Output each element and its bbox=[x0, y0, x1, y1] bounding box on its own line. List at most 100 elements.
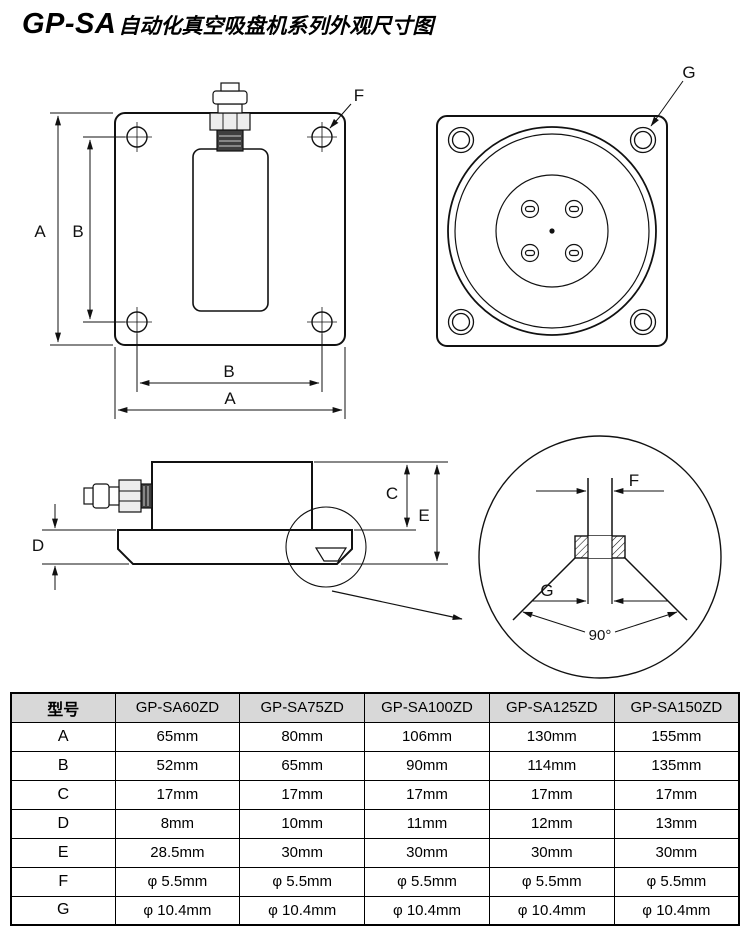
suction-pad-inner bbox=[454, 133, 650, 329]
dim-label-b-bottom: B bbox=[223, 362, 234, 381]
front-plate bbox=[114, 112, 346, 346]
table-row-f: F φ 5.5mm φ 5.5mm φ 5.5mm φ 5.5mm φ 5.5m… bbox=[10, 866, 740, 897]
detail-label-f: F bbox=[629, 471, 639, 490]
vacuum-ports bbox=[520, 199, 584, 263]
pad-hub-circle bbox=[495, 174, 609, 288]
table-cell: φ 10.4mm bbox=[239, 895, 366, 926]
dim-label-a-bottom: A bbox=[224, 389, 236, 408]
cone-edges bbox=[512, 557, 688, 621]
table-cell: 13mm bbox=[613, 808, 740, 839]
detail-label-g: G bbox=[540, 581, 553, 600]
nut-section-hatched bbox=[574, 535, 626, 559]
table-cell: 130mm bbox=[488, 721, 615, 752]
table-cell: φ 10.4mm bbox=[114, 895, 241, 926]
side-view: C E D bbox=[32, 461, 463, 620]
col-header-model-type: 型号 bbox=[10, 692, 116, 723]
table-cell: φ 5.5mm bbox=[488, 866, 615, 897]
table-cell: 155mm bbox=[613, 721, 740, 752]
table-cell: 17mm bbox=[114, 779, 241, 810]
table-row-a: A 65mm 80mm 106mm 130mm 155mm bbox=[10, 721, 740, 752]
col-header-gp-sa150zd: GP-SA150ZD bbox=[613, 692, 740, 723]
row-label: F bbox=[10, 866, 116, 897]
table-row-b: B 52mm 65mm 90mm 114mm 135mm bbox=[10, 750, 740, 781]
dim-label-c: C bbox=[386, 484, 398, 503]
dim-label-g-bottom: G bbox=[682, 63, 695, 82]
dim-label-a-left: A bbox=[34, 222, 46, 241]
table-cell: 30mm bbox=[364, 837, 490, 868]
hole-centerlines bbox=[122, 122, 337, 337]
table-cell: 114mm bbox=[488, 750, 615, 781]
table-cell: 80mm bbox=[239, 721, 366, 752]
table-cell: 17mm bbox=[239, 779, 366, 810]
side-view-dimensions bbox=[42, 461, 448, 590]
dim-label-d: D bbox=[32, 536, 44, 555]
detail-callout-circle bbox=[285, 506, 367, 588]
detail-view-circle bbox=[478, 435, 722, 679]
col-header-gp-sa100zd: GP-SA100ZD bbox=[364, 692, 490, 723]
detail-dimensions bbox=[522, 488, 678, 633]
table-cell: φ 10.4mm bbox=[488, 895, 615, 926]
push-fitting-side bbox=[83, 479, 153, 513]
detail-view: F G 90° bbox=[478, 435, 722, 679]
mounting-holes bbox=[126, 126, 333, 333]
col-header-gp-sa60zd: GP-SA60ZD bbox=[114, 692, 241, 723]
table-cell: 135mm bbox=[613, 750, 740, 781]
table-cell: 17mm bbox=[364, 779, 490, 810]
table-row-d: D 8mm 10mm 11mm 12mm 13mm bbox=[10, 808, 740, 839]
detail-label-angle: 90° bbox=[589, 627, 612, 644]
table-cell: φ 5.5mm bbox=[239, 866, 366, 897]
table-cell: φ 10.4mm bbox=[364, 895, 490, 926]
row-label: G bbox=[10, 895, 116, 926]
row-label: A bbox=[10, 721, 116, 752]
push-fitting-top bbox=[209, 82, 251, 152]
table-cell: φ 5.5mm bbox=[364, 866, 490, 897]
pad-lip-detail bbox=[314, 547, 348, 562]
table-cell: 8mm bbox=[114, 808, 241, 839]
counterbore-holes bbox=[447, 126, 657, 336]
page-title: GP-SA 自动化真空吸盘机系列外观尺寸图 bbox=[22, 8, 433, 41]
table-cell: φ 5.5mm bbox=[114, 866, 241, 897]
row-label: D bbox=[10, 808, 116, 839]
table-cell: 30mm bbox=[239, 837, 366, 868]
col-header-gp-sa75zd: GP-SA75ZD bbox=[239, 692, 366, 723]
spec-table: 型号 GP-SA60ZD GP-SA75ZD GP-SA100ZD GP-SA1… bbox=[10, 692, 740, 926]
table-cell: 30mm bbox=[488, 837, 615, 868]
table-cell: φ 10.4mm bbox=[613, 895, 740, 926]
table-cell: 12mm bbox=[488, 808, 615, 839]
table-cell: 106mm bbox=[364, 721, 490, 752]
table-row-g: G φ 10.4mm φ 10.4mm φ 10.4mm φ 10.4mm φ … bbox=[10, 895, 740, 926]
stem-walls bbox=[587, 478, 613, 536]
table-cell: 52mm bbox=[114, 750, 241, 781]
dim-label-b-left: B bbox=[72, 222, 83, 241]
table-row-e: E 28.5mm 30mm 30mm 30mm 30mm bbox=[10, 837, 740, 868]
pad-flange-profile bbox=[117, 529, 353, 565]
dim-label-f-front: F bbox=[354, 86, 364, 105]
suction-pad-outer bbox=[447, 126, 657, 336]
bottom-view: G bbox=[436, 63, 696, 347]
table-cell: 17mm bbox=[613, 779, 740, 810]
table-cell: φ 5.5mm bbox=[613, 866, 740, 897]
bottom-plate bbox=[436, 115, 668, 347]
table-cell: 65mm bbox=[114, 721, 241, 752]
detail-leader-arrow bbox=[331, 590, 463, 620]
table-header-row: 型号 GP-SA60ZD GP-SA75ZD GP-SA100ZD GP-SA1… bbox=[10, 692, 740, 723]
table-cell: 11mm bbox=[364, 808, 490, 839]
center-point bbox=[549, 228, 555, 234]
row-label: B bbox=[10, 750, 116, 781]
row-label: C bbox=[10, 779, 116, 810]
row-label: E bbox=[10, 837, 116, 868]
center-slot bbox=[192, 148, 269, 312]
table-cell: 30mm bbox=[613, 837, 740, 868]
table-cell: 17mm bbox=[488, 779, 615, 810]
front-view-dimensions bbox=[50, 103, 352, 419]
table-cell: 90mm bbox=[364, 750, 490, 781]
dim-label-e: E bbox=[418, 506, 429, 525]
front-view: A B B A F bbox=[34, 82, 364, 419]
table-cell: 10mm bbox=[239, 808, 366, 839]
bore-walls bbox=[587, 536, 613, 604]
table-row-c: C 17mm 17mm 17mm 17mm 17mm bbox=[10, 779, 740, 810]
title-brand: GP-SA bbox=[22, 8, 117, 40]
title-subtitle: 自动化真空吸盘机系列外观尺寸图 bbox=[118, 15, 434, 38]
body-profile bbox=[151, 461, 313, 531]
